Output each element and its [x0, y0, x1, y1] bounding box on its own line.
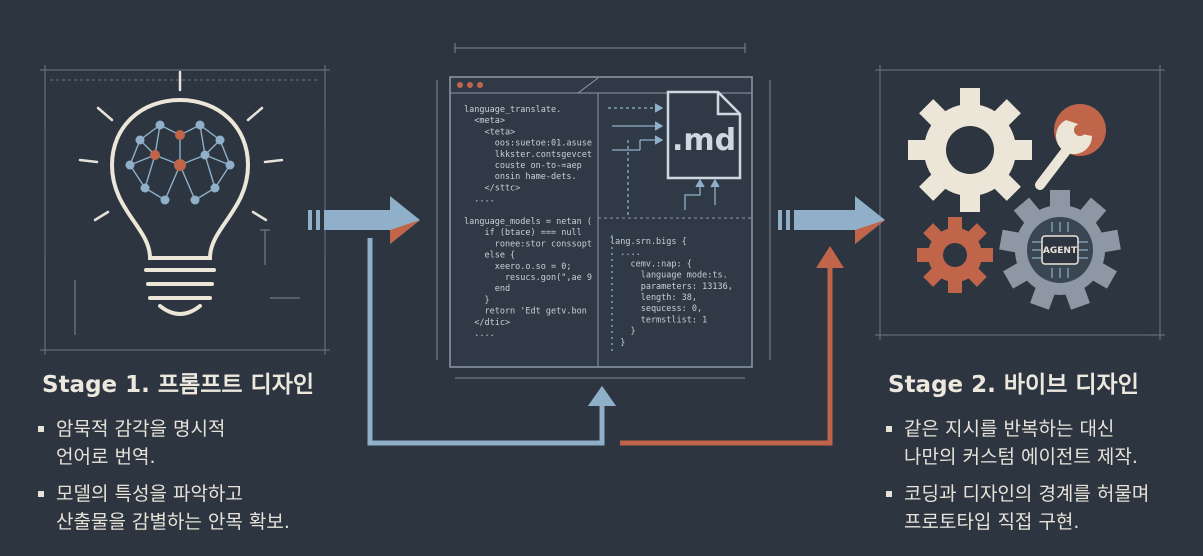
code-line-left-8: </sttc>: [464, 183, 520, 193]
stage2-title: Stage 2. 바이브 디자인: [888, 372, 1139, 398]
code-line-right-1: lang.srn.bigs {: [610, 237, 687, 247]
code-line-left-5: lkkster.contsgevcet: [464, 150, 592, 160]
arrow-stage1-to-code: [308, 196, 420, 244]
lightbulb-brain-icon: [74, 70, 300, 335]
code-line-left-3: <teta>: [464, 127, 515, 137]
code-line-left-7: onsin hame-dets.: [464, 172, 577, 182]
stage1-bullet-2-line2: 산출물을 감별하는 안목 확보.: [56, 511, 290, 533]
gears-wrench-icon: AGENT: [908, 88, 1121, 310]
center-panel-frame: [436, 43, 771, 379]
code-line-left-4: oos:suetoe:01.asuse: [464, 139, 592, 149]
code-line-right-3: cemv.:nap: {: [610, 259, 692, 269]
md-file-arrows: [608, 103, 720, 355]
stage1-bullet-list: 암묵적 감각을 명시적 언어로 번역. 모델의 특성을 파악하고 산출물을 감별…: [36, 415, 290, 545]
stage2-bullet-list: 같은 지시를 반복하는 대신 나만의 커스텀 에이전트 제작. 코딩과 디자인의…: [884, 415, 1149, 545]
code-line-left-13: ronee:stor conssopt: [464, 239, 592, 249]
code-line-right-6: length: 38,: [610, 293, 697, 303]
stage2-bullet-2-line2: 프로토타입 직접 구현.: [904, 511, 1080, 533]
stage2-bullet-2-line1: 코딩과 디자인의 경계를 허물며: [904, 483, 1150, 505]
code-line-right-4: language mode:ts.: [610, 271, 728, 281]
code-line-left-2: <meta>: [464, 116, 505, 126]
code-line-right-5: parameters: 13136,: [610, 282, 733, 292]
code-line-left-21: ....: [464, 329, 495, 339]
code-line-right-10: }: [610, 338, 625, 348]
code-line-left-1: language_translate.: [464, 105, 561, 115]
code-line-left-11: language_models = netan (: [464, 217, 592, 227]
agent-chip-icon: AGENT: [999, 190, 1121, 310]
arrow-feedback-loop-orange: [620, 246, 844, 446]
left-panel-frame: [40, 65, 330, 355]
code-line-right-2: ....: [610, 248, 641, 258]
code-line-right-7: sequcess: 0,: [610, 304, 702, 314]
stage1-bullet-2: 모델의 특성을 파악하고 산출물을 감별하는 안목 확보.: [36, 480, 290, 536]
stage2-bullet-1: 같은 지시를 반복하는 대신 나만의 커스텀 에이전트 제작.: [884, 415, 1149, 471]
stage1-bullet-1-line1: 암묵적 감각을 명시적: [56, 418, 226, 440]
code-line-left-6: couste on-to-=aep: [464, 161, 582, 171]
code-line-left-20: </dtic>: [464, 318, 510, 328]
code-line-left-14: else {: [464, 251, 515, 261]
agent-label: AGENT: [1043, 246, 1078, 256]
code-line-right-9: }: [610, 327, 636, 337]
code-line-left-9: ....: [464, 195, 495, 205]
code-line-left-17: end: [464, 284, 510, 294]
stage2-bullet-1-line2: 나만의 커스텀 에이전트 제작.: [904, 446, 1138, 468]
code-line-right-8: termstlist: 1: [610, 315, 707, 325]
code-line-left-16: resucs.gon(",ae 9: [464, 273, 592, 283]
md-file-icon: .md: [666, 90, 742, 180]
stage1-bullet-1: 암묵적 감각을 명시적 언어로 번역.: [36, 415, 290, 471]
code-line-left-15: xeero.o.so = 0;: [464, 262, 571, 272]
code-line-left-18: }: [464, 295, 490, 305]
stage1-bullet-2-line1: 모델의 특성을 파악하고: [56, 483, 243, 505]
md-file-label: .md: [672, 123, 736, 158]
code-line-left-12: if (btace) === null: [464, 228, 582, 238]
right-panel-frame: [875, 65, 1165, 340]
code-line-left-19: retorn 'Edt getv.bon: [464, 307, 587, 317]
arrow-code-to-stage2: [778, 196, 885, 244]
stage2-bullet-1-line1: 같은 지시를 반복하는 대신: [904, 418, 1115, 440]
arrow-feedback-loop-blue: [367, 238, 616, 446]
stage2-bullet-2: 코딩과 디자인의 경계를 허물며 프로토타입 직접 구현.: [884, 480, 1149, 536]
stage1-bullet-1-line2: 언어로 번역.: [56, 446, 156, 468]
stage1-title: Stage 1. 프롬프트 디자인: [42, 372, 315, 398]
